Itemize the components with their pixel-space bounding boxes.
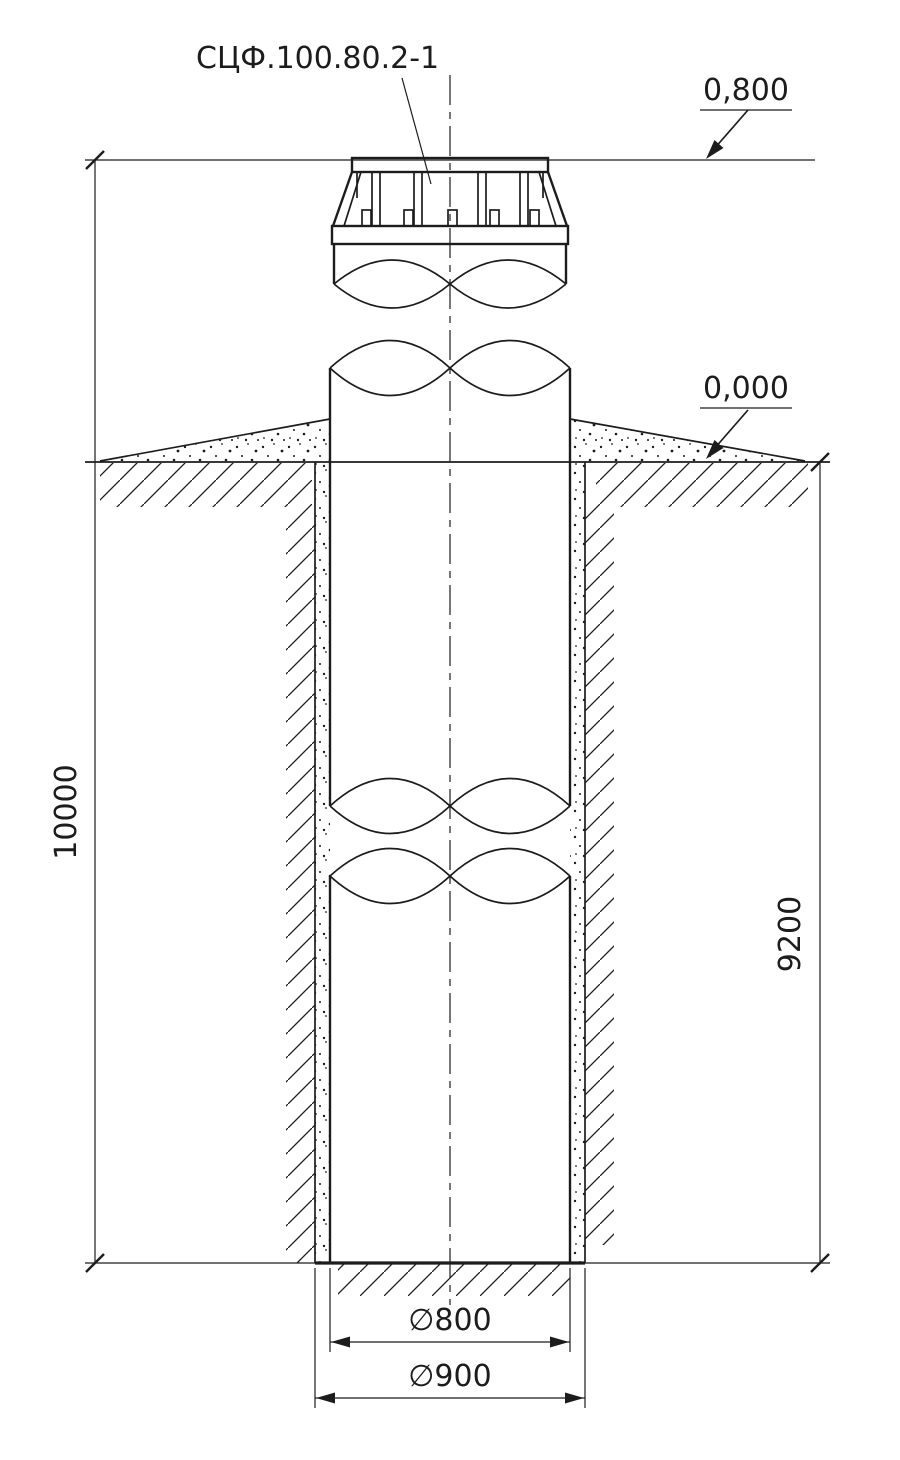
borehole-hatch-strip-left (286, 507, 315, 1263)
cap-bottom-band (330, 224, 570, 246)
elevation-top-stem (713, 109, 749, 150)
dim-total-height-value: 10000 (49, 764, 84, 859)
dim-arrow-left (331, 1336, 350, 1348)
soil-hatch (100, 463, 808, 1296)
dim-embedment-depth-value: 9200 (773, 896, 808, 972)
cap-top-plate (350, 156, 550, 174)
dimension-total-height: 10000 (49, 150, 105, 1273)
dim-arrow-left (316, 1392, 335, 1404)
dimension-pile-diameter: ∅800 (329, 1268, 571, 1352)
break-wave (329, 847, 571, 905)
leader-line (401, 77, 432, 185)
flange-cap (330, 156, 570, 246)
borehole-walls (314, 462, 586, 1263)
elevation-top-value: 0,800 (703, 73, 789, 108)
dim-tick (810, 452, 830, 472)
break-wave (329, 339, 571, 397)
elevation-top-arrowhead (706, 140, 724, 159)
mound-slope-right (569, 418, 806, 462)
dim-pile-diameter-value: ∅800 (408, 1303, 491, 1338)
elevation-ground-value: 0,000 (703, 371, 789, 406)
concrete-stipple (100, 419, 805, 1263)
dimension-hole-diameter: ∅900 (314, 1268, 586, 1408)
ground (85, 418, 830, 463)
cap-side-right-inner (538, 171, 557, 227)
elevation-mark-top: 0,800 (85, 73, 815, 161)
elevation-mark-ground: 0,000 (700, 371, 792, 459)
part-label: СЦФ.100.80.2-1 (196, 41, 439, 76)
dim-hole-diameter-value: ∅900 (408, 1359, 491, 1394)
surface-hatch-left (100, 463, 312, 507)
annulus-stipple-right (570, 462, 585, 1263)
cap-side-left-outer (331, 171, 354, 227)
break-wave (329, 777, 571, 835)
elevation-ground-arrowhead (706, 440, 724, 459)
annulus-stipple-left (315, 462, 330, 1263)
dim-tick (85, 150, 105, 170)
dim-arrow-right (550, 1336, 569, 1348)
part-callout: СЦФ.100.80.2-1 (196, 41, 439, 185)
break-wave (333, 259, 567, 309)
cap-side-left-inner (343, 171, 362, 227)
dimension-embedment-depth: 9200 (773, 452, 830, 1273)
dim-arrow-right (565, 1392, 584, 1404)
cap-side-right-outer (546, 171, 569, 227)
mound-slope-left (99, 418, 331, 462)
borehole-hatch-strip-right (585, 507, 614, 1245)
surface-hatch-right (596, 463, 808, 507)
elevation-ground-stem (713, 409, 749, 450)
pile-bottom-hatch (338, 1264, 570, 1296)
